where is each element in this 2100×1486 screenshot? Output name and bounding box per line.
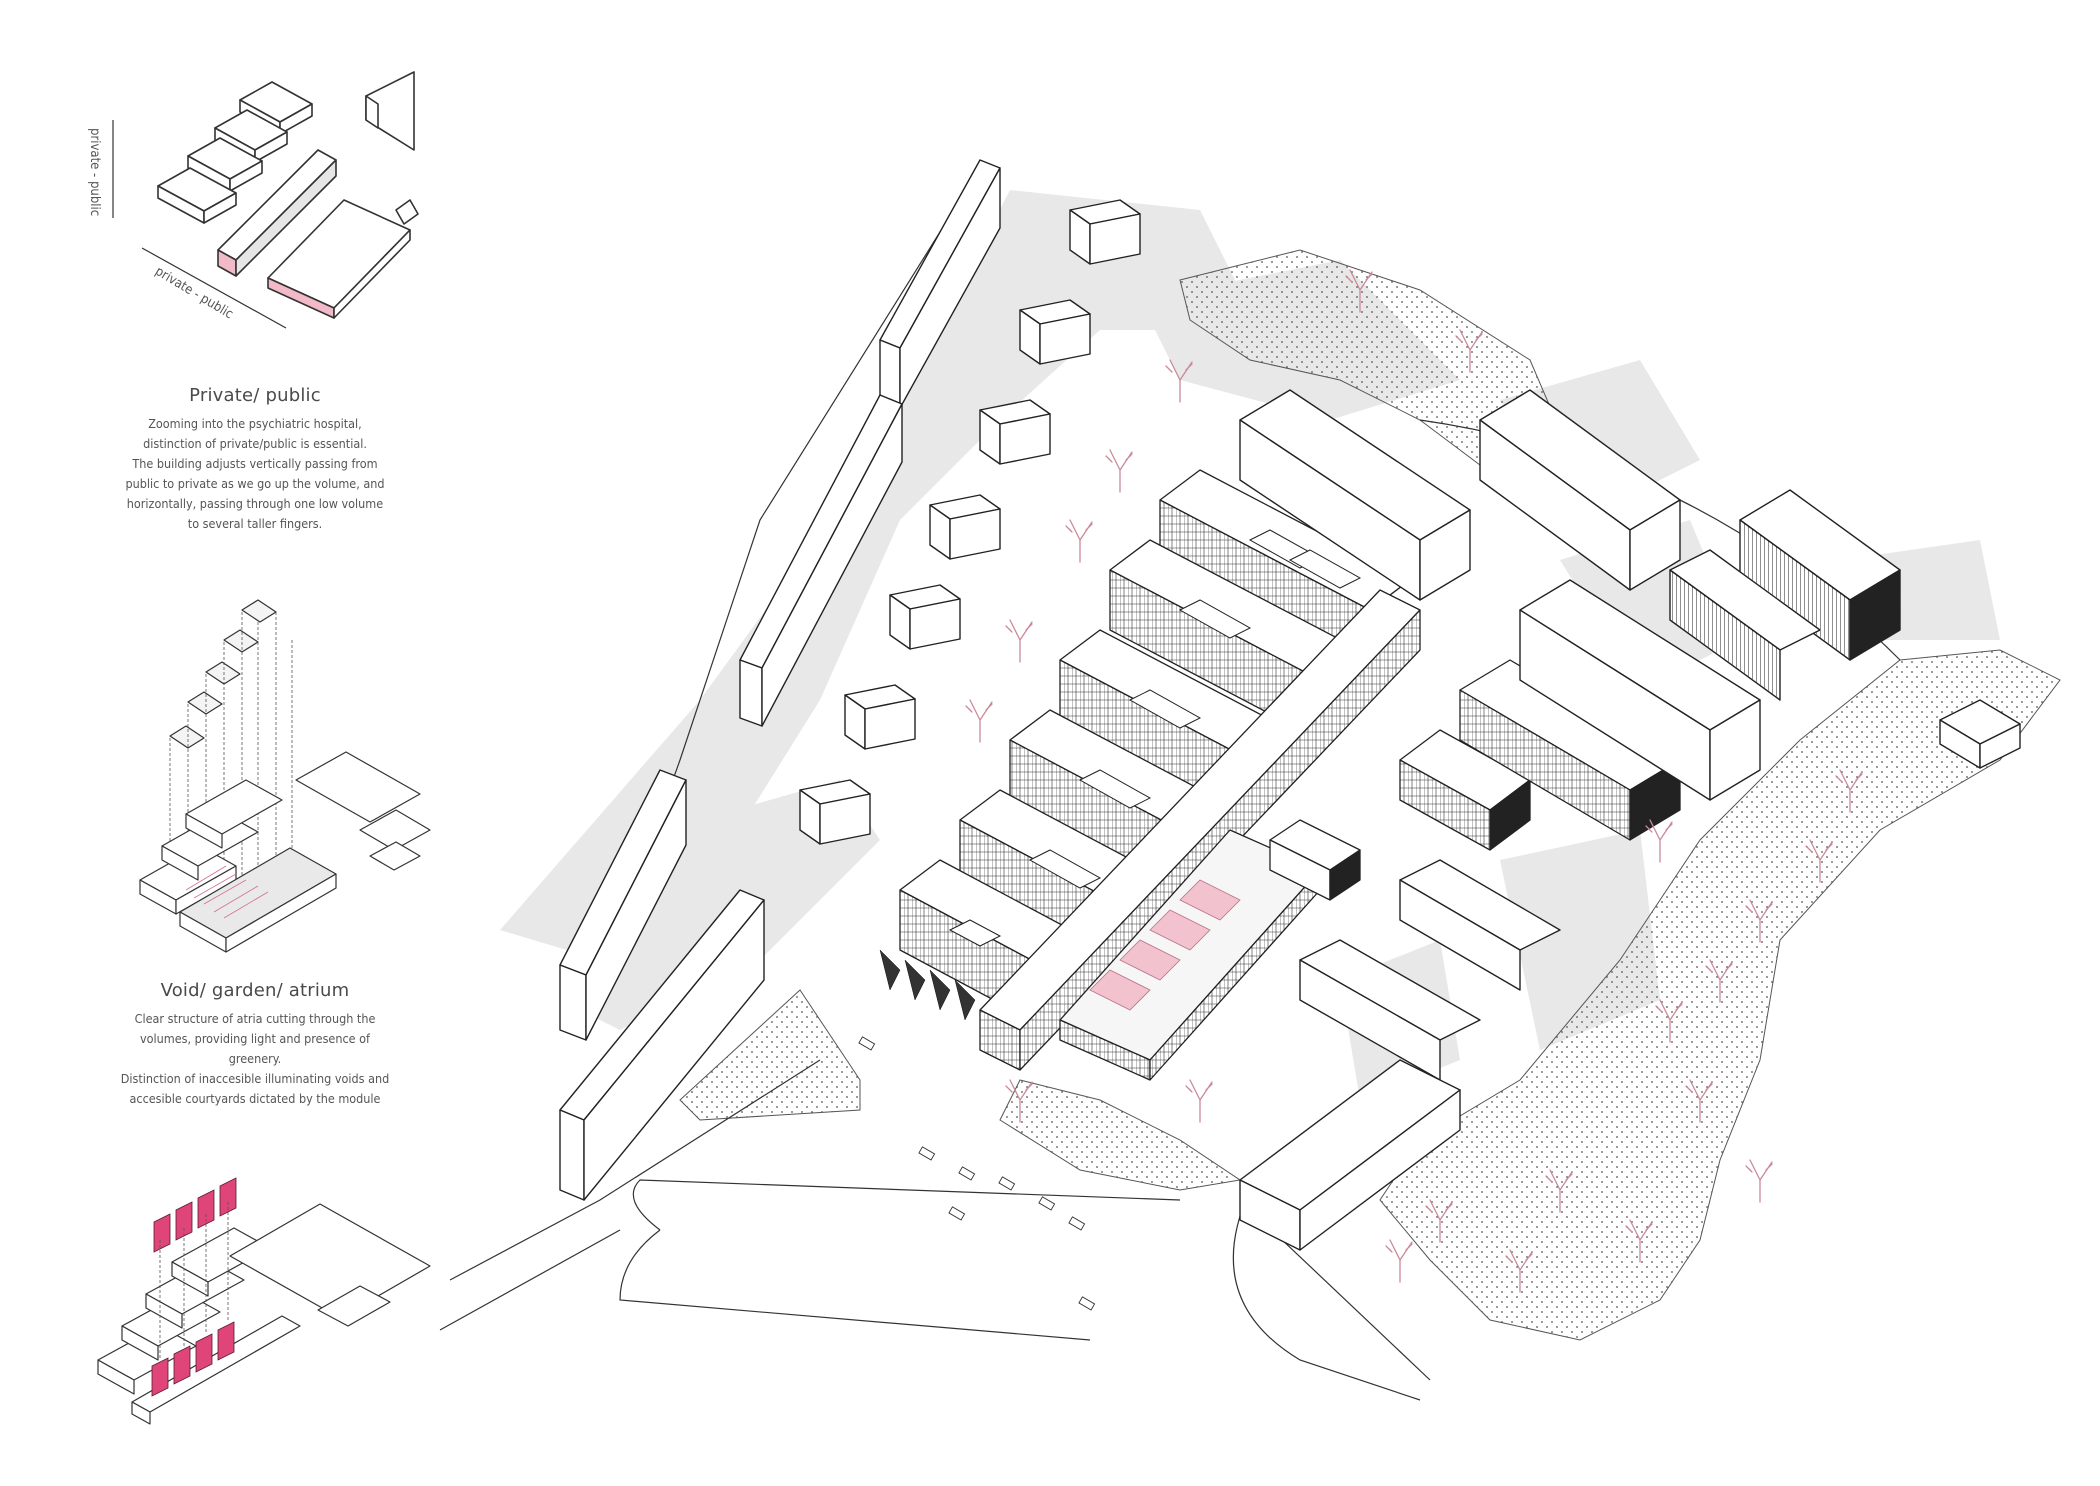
- slab-building: [739, 394, 903, 727]
- caption-line: distinction of private/public is essenti…: [143, 436, 367, 451]
- caption-line: Zooming into the psychiatric hospital,: [148, 416, 362, 431]
- caption-line: The building adjusts vertically passing …: [132, 456, 378, 471]
- neighbour-building: [1939, 699, 2021, 769]
- spine-block: [217, 149, 337, 277]
- caption-line: Distinction of inaccesible illuminating …: [120, 1071, 390, 1086]
- caption-title: Void/ garden/ atrium: [160, 980, 350, 1001]
- park-zone: [999, 1079, 1242, 1191]
- void-garden-caption: Void/ garden/ atrium Clear structure of …: [100, 980, 410, 1109]
- tree-icon: [965, 269, 1863, 1293]
- neighbour-building: [1669, 549, 1821, 701]
- slab-building: [559, 769, 687, 1041]
- neighbour-building: [1239, 859, 1561, 1251]
- caption-line: greenery.: [228, 1051, 282, 1066]
- caption-line: Clear structure of atria cutting through…: [134, 1011, 376, 1026]
- caption-line: horizontally, passing through one low vo…: [126, 496, 384, 511]
- neighbour-building: [1479, 389, 1681, 591]
- neighbour-building: [1739, 489, 1901, 661]
- podium-block: [267, 199, 419, 319]
- private-public-caption: Private/ public Zooming into the psychia…: [110, 385, 400, 534]
- caption-line: accesible courtyards dictated by the mod…: [129, 1091, 381, 1106]
- caption-line: to several taller fingers.: [187, 516, 323, 531]
- caption-title: Private/ public: [189, 385, 321, 406]
- finger-block: [187, 137, 263, 192]
- park-zone: [679, 989, 861, 1121]
- finger-block: [157, 167, 237, 224]
- caption-line: public to private as we go up the volume…: [125, 476, 385, 491]
- slab-building: [879, 159, 1001, 409]
- slab-building: [559, 889, 765, 1201]
- caption-line: volumes, providing light and presence of: [140, 1031, 370, 1046]
- hospital-wing: [1399, 729, 1531, 851]
- neighbour-building: [1239, 389, 1471, 601]
- neighbour-building: [1519, 579, 1761, 801]
- hospital-wing: [1269, 819, 1361, 901]
